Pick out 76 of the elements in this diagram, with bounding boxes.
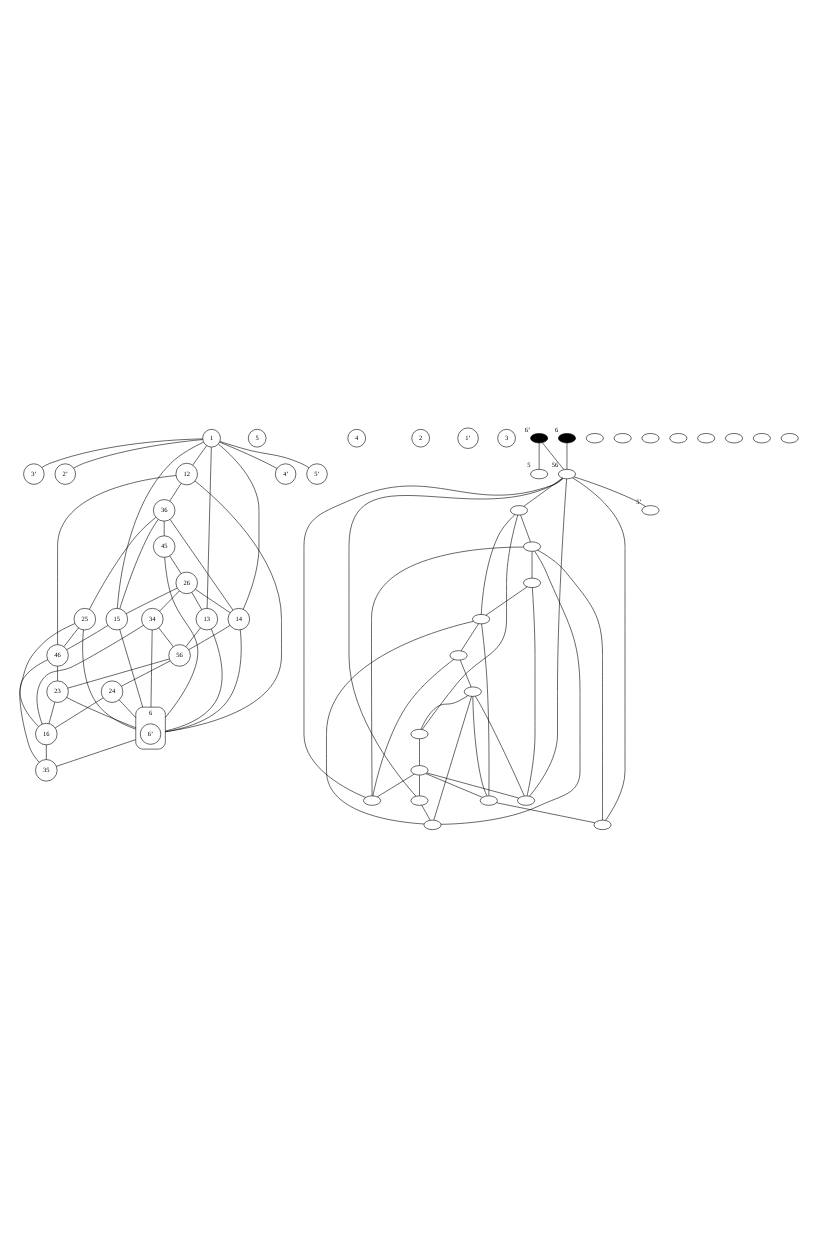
connector	[303, 478, 564, 798]
node-ellipse	[669, 433, 688, 444]
connector	[57, 665, 58, 682]
connector	[433, 696, 472, 821]
connector	[117, 441, 204, 609]
connector	[537, 549, 603, 821]
connector	[57, 475, 177, 645]
node-ellipse	[523, 541, 541, 552]
connector	[425, 773, 483, 798]
connector	[475, 696, 525, 797]
node-ellipse	[449, 650, 468, 661]
node-ellipse	[523, 577, 541, 588]
node-ellipse	[423, 819, 442, 830]
connector	[19, 659, 48, 763]
connector	[542, 442, 565, 470]
node-ellipse	[410, 795, 429, 806]
node-ellipse	[472, 614, 490, 625]
node-ellipse	[558, 433, 576, 444]
connector	[206, 446, 212, 609]
node-ellipse	[479, 795, 498, 806]
connector	[419, 738, 420, 766]
connector	[523, 477, 563, 507]
node-ellipse	[641, 505, 660, 516]
connector	[19, 623, 76, 727]
connector	[529, 478, 567, 797]
node-ellipse	[510, 505, 528, 516]
connector	[421, 514, 519, 730]
connector	[66, 697, 137, 729]
connector	[169, 519, 234, 611]
connector	[36, 625, 144, 725]
node-ellipse	[780, 433, 799, 444]
connector	[538, 442, 540, 470]
node-ellipse	[593, 819, 612, 830]
connector	[420, 695, 469, 730]
node-ellipse	[463, 686, 482, 697]
connector	[195, 589, 231, 613]
node-ellipse	[752, 433, 771, 444]
connector	[371, 546, 524, 797]
node-ellipse	[530, 469, 549, 480]
connector	[164, 557, 199, 718]
connector	[440, 551, 581, 825]
connector	[472, 696, 488, 797]
node-ellipse	[585, 433, 604, 444]
connector	[159, 590, 180, 612]
connector	[188, 625, 231, 650]
node-ellipse	[530, 433, 549, 444]
connector	[82, 629, 137, 730]
connector	[481, 623, 490, 796]
node-ellipse	[697, 433, 716, 444]
node-ellipse	[558, 469, 576, 480]
connector	[218, 443, 260, 610]
connector	[125, 587, 178, 614]
node-ellipse	[363, 795, 381, 806]
connector	[426, 772, 520, 799]
connector	[66, 625, 109, 650]
connector	[480, 514, 516, 615]
node-ellipse	[410, 765, 429, 776]
connector	[165, 480, 282, 733]
node-ellipse	[725, 433, 743, 444]
connector	[119, 629, 144, 708]
connector	[54, 697, 104, 729]
connector	[165, 628, 223, 732]
node-ellipse	[641, 433, 660, 444]
connector	[326, 621, 474, 825]
connector	[348, 478, 564, 797]
node-ellipse	[410, 729, 429, 740]
connector	[67, 658, 170, 689]
connector	[121, 660, 171, 687]
connector	[89, 517, 157, 610]
node-ellipse	[613, 433, 632, 444]
connector	[150, 629, 153, 708]
node-ellipse	[517, 795, 535, 806]
connector	[566, 442, 568, 470]
connector	[165, 629, 242, 733]
connector	[485, 586, 528, 616]
connector	[496, 802, 596, 824]
